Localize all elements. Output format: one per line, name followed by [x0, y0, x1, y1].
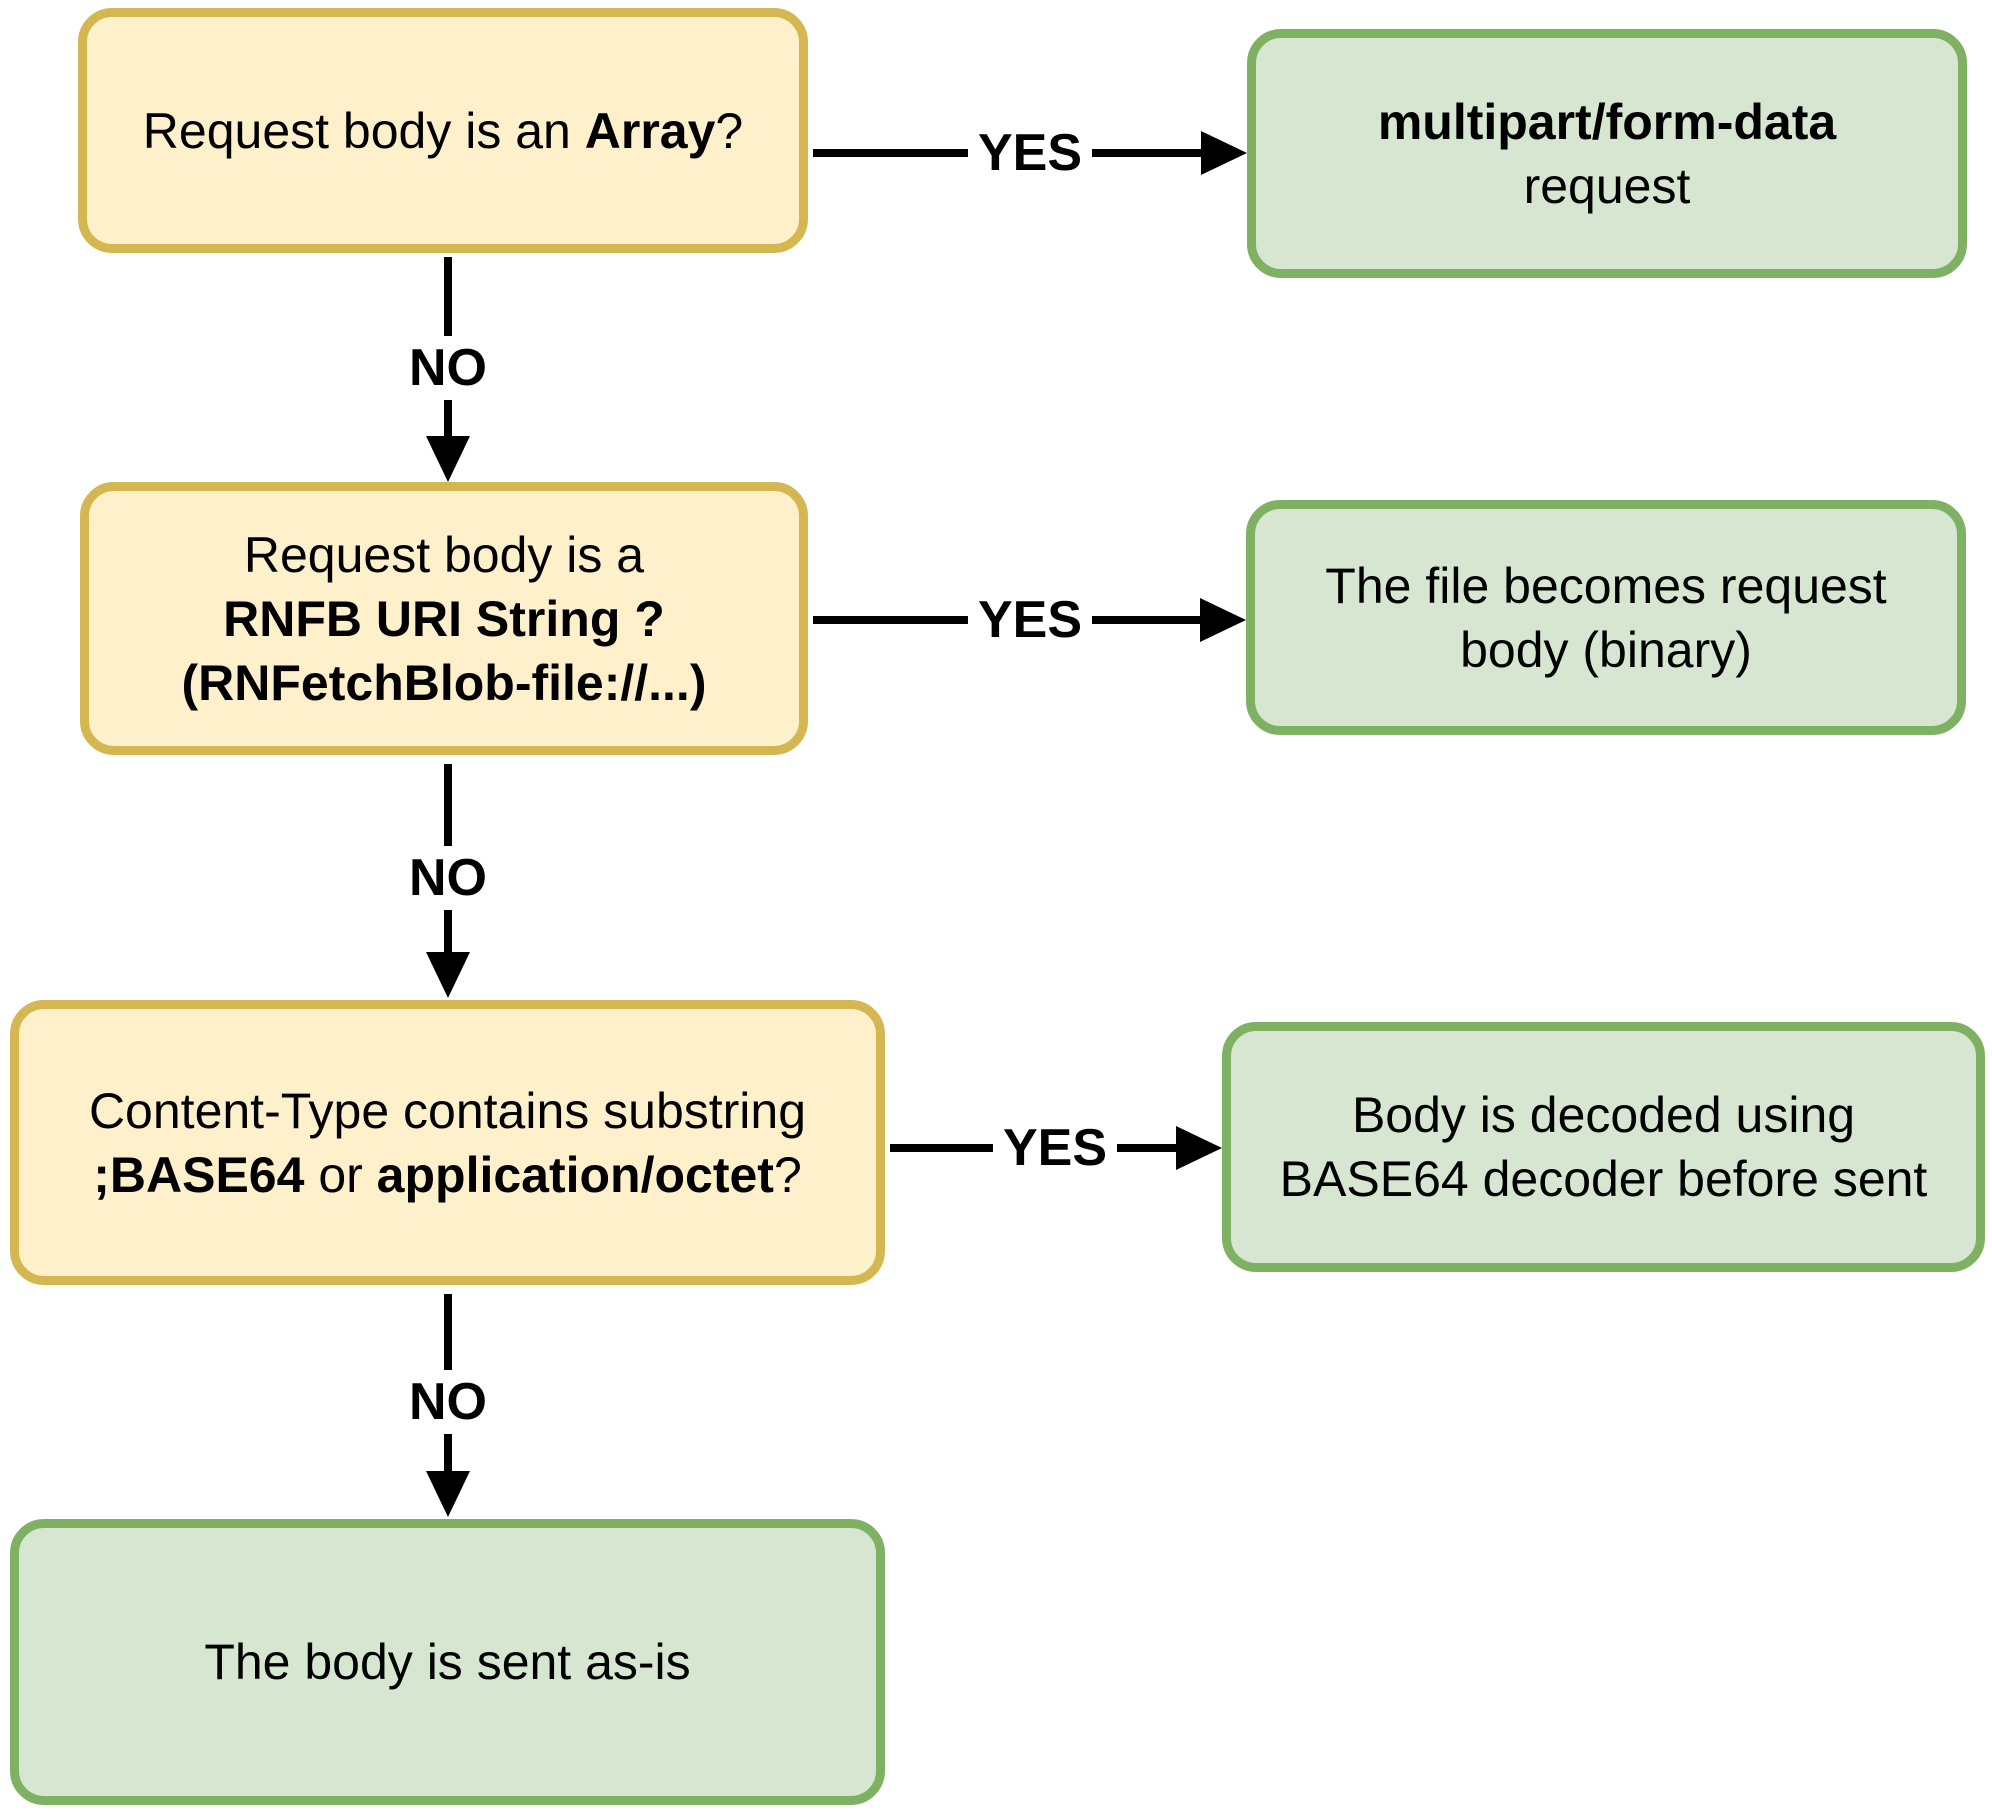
edge-label-yes: YES — [967, 121, 1093, 185]
edge-label-yes: YES — [992, 1116, 1118, 1180]
text-segment: ? — [773, 1146, 802, 1203]
text-segment: The file becomes request — [1325, 557, 1887, 614]
result-file-becomes-body: The file becomes request body (binary) — [1246, 500, 1966, 735]
node-text: Request body is an Array? — [143, 99, 743, 163]
node-text-line: Body is decoded using — [1280, 1083, 1928, 1147]
node-text-line: multipart/form-data — [1378, 90, 1836, 154]
result-multipart-form-data: multipart/form-data request — [1247, 29, 1967, 278]
no-arrow-line — [444, 1294, 452, 1474]
text-segment: request — [1523, 157, 1691, 214]
text-segment: Body is decoded using — [1351, 1087, 1856, 1143]
node-text-line: ;BASE64 or application/octet? — [89, 1143, 806, 1207]
node-text-line: body (binary) — [1325, 618, 1886, 682]
decision-content-type-substring: Content-Type contains substring ;BASE64 … — [10, 1000, 885, 1285]
node-text-line: Content-Type contains substring — [89, 1079, 806, 1143]
text-segment: BASE64 decoder before sent — [1279, 1151, 1928, 1207]
node-text-line: The file becomes request — [1325, 554, 1886, 618]
yes-arrow-line — [813, 616, 1203, 624]
decision-rnfb-uri-string: Request body is a RNFB URI String ? (RNF… — [80, 482, 808, 755]
node-text: Body is decoded using BASE64 decoder bef… — [1280, 1083, 1928, 1211]
text-segment: RNFB URI String ? — [223, 590, 665, 647]
no-arrow-line — [444, 257, 452, 439]
node-text: The body is sent as-is — [204, 1630, 690, 1694]
node-text: Content-Type contains substring ;BASE64 … — [89, 1079, 806, 1207]
edge-label-no: NO — [399, 336, 497, 400]
yes-arrow-line — [813, 149, 1207, 157]
text-segment: multipart/form-data — [1377, 93, 1837, 150]
text-segment: application/octet — [376, 1146, 774, 1203]
edge-label-no: NO — [399, 1370, 497, 1434]
text-segment: Request body is a — [243, 526, 645, 583]
node-text-line: The body is sent as-is — [204, 1630, 690, 1694]
text-segment: body (binary) — [1460, 621, 1752, 678]
no-arrow-line — [444, 764, 452, 954]
node-text: The file becomes request body (binary) — [1325, 554, 1886, 682]
text-segment: Request body is an — [142, 102, 585, 159]
node-text: Request body is a RNFB URI String ? (RNF… — [182, 523, 707, 715]
yes-arrow-line — [890, 1144, 1178, 1152]
node-text-line: RNFB URI String ? — [182, 587, 707, 651]
text-segment: Content-Type contains substring — [88, 1082, 807, 1139]
text-segment: or — [304, 1146, 377, 1203]
decision-request-body-array: Request body is an Array? — [78, 8, 808, 253]
node-text-line: (RNFetchBlob-file://...) — [182, 651, 707, 715]
node-text-line: BASE64 decoder before sent — [1280, 1147, 1928, 1211]
text-segment: (RNFetchBlob-file://...) — [181, 654, 707, 711]
arrowhead-right-icon — [1200, 598, 1246, 642]
node-text-line: Request body is a — [182, 523, 707, 587]
arrowhead-right-icon — [1201, 131, 1247, 175]
node-text-line: Request body is an Array? — [143, 99, 743, 163]
arrowhead-down-icon — [426, 952, 470, 998]
node-text-line: request — [1378, 154, 1836, 218]
result-body-sent-as-is: The body is sent as-is — [10, 1519, 885, 1805]
edge-label-no: NO — [399, 846, 497, 910]
arrowhead-right-icon — [1176, 1126, 1222, 1170]
arrowhead-down-icon — [426, 436, 470, 482]
text-segment: ? — [715, 102, 744, 159]
text-segment: ;BASE64 — [93, 1146, 305, 1203]
arrowhead-down-icon — [426, 1471, 470, 1517]
result-base64-decoded: Body is decoded using BASE64 decoder bef… — [1222, 1022, 1985, 1272]
text-segment: Array — [584, 102, 716, 159]
node-text: multipart/form-data request — [1378, 90, 1836, 218]
edge-label-yes: YES — [967, 588, 1093, 652]
text-segment: The body is sent as-is — [204, 1634, 691, 1690]
